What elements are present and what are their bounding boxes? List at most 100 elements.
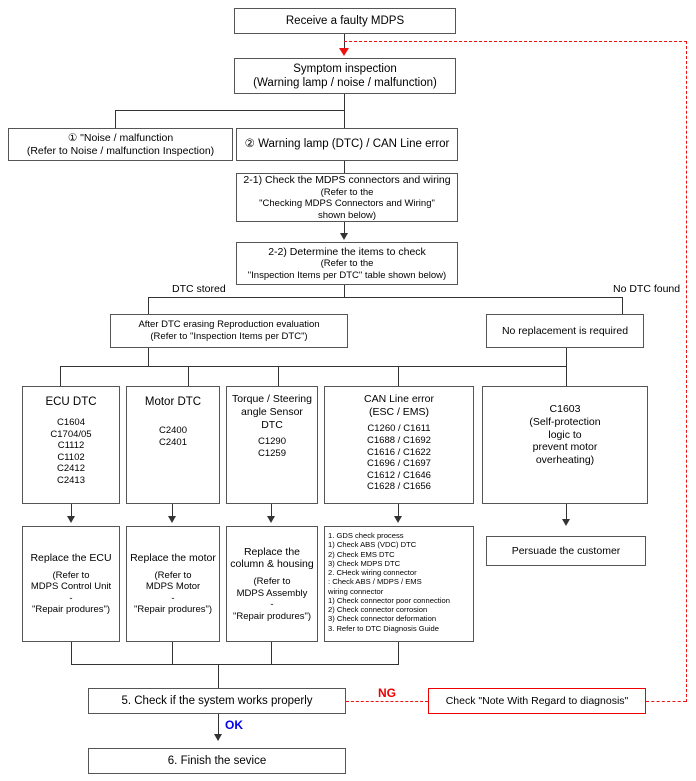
node-replace-column-housing[interactable]: Replace the column & housing (Refer to M… xyxy=(226,526,318,642)
node-step-6-finish-service[interactable]: 6. Finish the sevice xyxy=(88,748,346,774)
connector-no-replacement-down xyxy=(566,348,567,366)
connector-ng-step5-to-note xyxy=(346,701,428,702)
node-step-5-check-system[interactable]: 5. Check if the system works properly xyxy=(88,688,346,714)
node-step-2-1-line1: 2-1) Check the MDPS connectors and wirin… xyxy=(243,173,451,186)
node-can-line-error-category[interactable]: CAN Line error (ESC / EMS) C1260 / C1611… xyxy=(324,386,474,504)
node-note-with-regard-to-diagnosis[interactable]: Check "Note With Regard to diagnosis" xyxy=(428,688,646,714)
connector-to-no-replacement xyxy=(622,297,623,314)
node-torque-dtc-code-0: C1290 xyxy=(258,436,286,448)
node-replace-ecu-line1: Replace the ECU xyxy=(30,552,112,565)
node-gds-check-line-3: 3) Check MDPS DTC xyxy=(328,558,401,568)
node-motor-dtc-code-0: C2400 xyxy=(159,425,187,437)
connector-c1603-to-persuade xyxy=(566,504,567,521)
node-ecu-dtc-code-1: C1704/05 xyxy=(50,428,92,440)
edge-label-ng: NG xyxy=(378,686,396,700)
node-step-2-1-line3: "Checking MDPS Connectors and Wiring" xyxy=(259,198,435,210)
node-torque-dtc-heading3: DTC xyxy=(261,418,283,431)
arrowhead-step21-to-step22 xyxy=(340,233,348,240)
connector-to-branch2 xyxy=(344,110,345,128)
node-motor-dtc-category[interactable]: Motor DTC C2400 C2401 xyxy=(126,386,220,504)
node-replace-ecu[interactable]: Replace the ECU (Refer to MDPS Control U… xyxy=(22,526,120,642)
node-noise-malfunction[interactable]: ① "Noise / malfunction (Refer to Noise /… xyxy=(8,128,233,161)
node-after-dtc-erasing[interactable]: After DTC erasing Reproduction evaluatio… xyxy=(110,314,348,348)
arrowhead-gds-check xyxy=(394,516,402,523)
node-replace-column-line1: Replace the xyxy=(243,545,301,558)
connector-torque-dtc-to-replace-column xyxy=(271,504,272,518)
node-gds-check-line-5: : Check ABS / MDPS / EMS xyxy=(328,577,422,587)
node-receive-faulty-mdps-line1: Receive a faulty MDPS xyxy=(285,14,405,27)
arrowhead-ok-to-step6 xyxy=(214,734,222,741)
edge-label-dtc-stored: DTC stored xyxy=(172,283,226,295)
node-no-replacement-required[interactable]: No replacement is required xyxy=(486,314,644,348)
connector-replace-ecu-down xyxy=(71,642,72,664)
node-step-2-2-determine-items[interactable]: 2-2) Determine the items to check (Refer… xyxy=(236,242,458,285)
node-replace-column-line3: (Refer to xyxy=(253,576,291,588)
node-can-dtc-code-3: C1696 / C1697 xyxy=(367,458,431,470)
node-gds-check-line-10: 3. Refer to DTC Diagnosis Guide xyxy=(328,623,439,633)
node-symptom-inspection-line2: (Warning lamp / noise / malfunction) xyxy=(253,77,437,89)
node-c1603-self-protection[interactable]: C1603 (Self-protection logic to prevent … xyxy=(482,386,648,504)
node-after-dtc-erasing-line2: (Refer to "Inspection Items per DTC") xyxy=(150,331,308,342)
node-can-dtc-code-2: C1616 / C1622 xyxy=(367,446,431,458)
node-gds-check-line-1: 1) Check ABS (VDC) DTC xyxy=(328,540,417,550)
node-persuade-customer[interactable]: Persuade the customer xyxy=(486,536,646,566)
node-can-dtc-heading2: (ESC / EMS) xyxy=(368,405,430,418)
node-ecu-dtc-code-2: C1112 xyxy=(57,440,85,452)
node-step-2-2-line2: (Refer to the xyxy=(320,258,374,270)
arrowhead-replace-ecu xyxy=(67,516,75,523)
node-gds-check-line-6: wiring connector xyxy=(328,586,384,596)
node-c1603-line2: (Self-protection xyxy=(529,415,601,428)
node-c1603-line5: overheating) xyxy=(535,454,595,467)
node-torque-dtc-code-1: C1259 xyxy=(258,447,286,459)
node-no-replacement-required-line1: No replacement is required xyxy=(501,324,629,337)
node-ecu-dtc-code-3: C1102 xyxy=(57,451,85,463)
node-step-2-1-check-connectors[interactable]: 2-1) Check the MDPS connectors and wirin… xyxy=(236,173,458,222)
connector-fan-to-c1603 xyxy=(566,366,567,386)
node-c1603-line4: prevent motor xyxy=(532,441,598,454)
edge-label-no-dtc-found: No DTC found xyxy=(613,283,681,295)
connector-replace-motor-down xyxy=(172,642,173,664)
node-note-with-regard-line1: Check "Note With Regard to diagnosis" xyxy=(445,694,629,707)
node-ecu-dtc-code-4: C2412 xyxy=(57,463,85,475)
node-replace-ecu-line5: "Repair produres") xyxy=(31,604,111,616)
node-step-6-line1: 6. Finish the sevice xyxy=(167,754,267,767)
connector-branch2-to-step21 xyxy=(344,161,345,173)
node-symptom-inspection[interactable]: Symptom inspection (Warning lamp / noise… xyxy=(234,58,456,94)
node-receive-faulty-mdps[interactable]: Receive a faulty MDPS xyxy=(234,8,456,34)
node-warning-lamp-can-error-line1: ② Warning lamp (DTC) / CAN Line error xyxy=(244,138,450,151)
connector-action-merge-bus xyxy=(71,664,399,665)
node-ecu-dtc-category[interactable]: ECU DTC C1604 C1704/05 C1112 C1102 C2412… xyxy=(22,386,120,504)
connector-ng-note-to-right-margin xyxy=(646,701,686,702)
node-c1603-line3: logic to xyxy=(548,428,582,441)
connector-gds-check-down xyxy=(398,642,399,664)
node-replace-column-line2: column & housing xyxy=(230,558,314,571)
connector-ng-top-return-to-symptom xyxy=(344,41,687,42)
arrowhead-replace-motor xyxy=(168,516,176,523)
connector-category-fan-bus xyxy=(60,366,566,367)
node-symptom-inspection-line1: Symptom inspection xyxy=(293,62,397,75)
connector-to-after-dtc xyxy=(148,297,149,314)
node-step-5-line1: 5. Check if the system works properly xyxy=(121,694,313,707)
connector-step21-to-step22 xyxy=(344,222,345,235)
node-warning-lamp-can-error[interactable]: ② Warning lamp (DTC) / CAN Line error xyxy=(236,128,458,161)
connector-dtc-split-bus xyxy=(148,297,622,298)
arrowhead-replace-column xyxy=(267,516,275,523)
connector-split-bus-symptom xyxy=(115,110,345,111)
node-gds-check-line-8: 2) Check connector corrosion xyxy=(328,605,428,614)
connector-to-branch1 xyxy=(115,110,116,128)
node-gds-check-line-7: 1) Check connector poor connection xyxy=(328,595,450,605)
connector-can-dtc-to-gds xyxy=(398,504,399,518)
node-can-dtc-code-4: C1612 / C1646 xyxy=(367,469,431,481)
connector-ng-right-margin-vertical xyxy=(686,41,687,702)
node-step-2-1-line4: shown below) xyxy=(317,209,377,221)
node-ecu-dtc-code-0: C1604 xyxy=(57,417,85,429)
connector-fan-to-can-dtc xyxy=(398,366,399,386)
connector-after-dtc-down xyxy=(148,348,149,366)
node-replace-motor[interactable]: Replace the motor (Refer to MDPS Motor -… xyxy=(126,526,220,642)
node-gds-check-process[interactable]: 1. GDS check process 1) Check ABS (VDC) … xyxy=(324,526,474,642)
node-ecu-dtc-heading: ECU DTC xyxy=(45,396,97,408)
node-torque-steering-dtc-category[interactable]: Torque / Steering angle Sensor DTC C1290… xyxy=(226,386,318,504)
connector-symptom-down xyxy=(344,94,345,110)
node-replace-column-line4: MDPS Assembly xyxy=(236,587,308,599)
